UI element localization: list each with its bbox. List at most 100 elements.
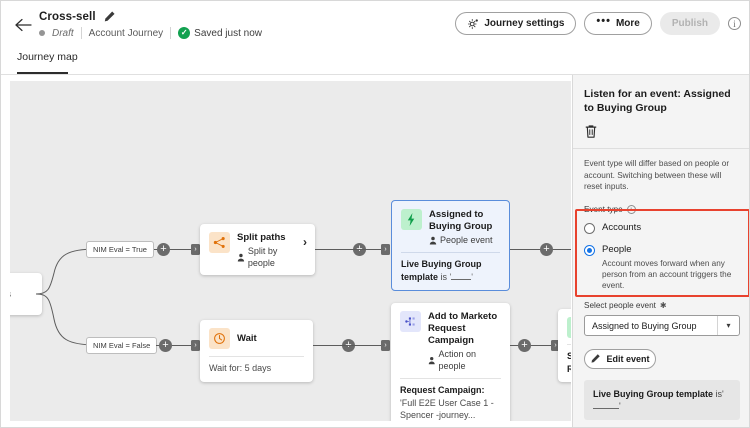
node-body: Wait for: 5 days: [209, 363, 272, 373]
node-divider: [400, 378, 501, 379]
trash-icon[interactable]: [584, 124, 740, 139]
node-subtitle-label: People event: [440, 235, 493, 245]
panel-header: Listen for an event: Assigned to Buying …: [573, 75, 749, 139]
tab-bar: Journey map: [1, 49, 749, 75]
add-step-button[interactable]: +: [157, 243, 170, 256]
info-icon[interactable]: i: [728, 17, 741, 30]
back-arrow-icon[interactable]: [13, 15, 33, 35]
more-button[interactable]: ••• More: [584, 12, 652, 35]
radio-people-label: People: [602, 243, 632, 255]
chevron-right-icon: ›: [381, 244, 390, 255]
node-header: Split paths Split by people: [200, 224, 315, 275]
journey-type-label: Account Journey: [88, 27, 164, 39]
condition-rest: is: [715, 389, 723, 400]
node-divider: [567, 344, 571, 345]
node-title-line2: Rela: [567, 363, 571, 376]
add-step-button[interactable]: +: [159, 339, 172, 352]
wire: [315, 249, 345, 250]
clock-icon: [209, 328, 230, 349]
info-icon[interactable]: i: [626, 204, 636, 214]
condition-bold: Live Buying Group template: [593, 389, 714, 400]
check-circle-icon: ✓: [178, 27, 191, 39]
node-subtitle: Split by people: [237, 245, 306, 269]
branch-condition-true[interactable]: NIM Eval = True: [86, 241, 154, 258]
event-type-label: Event type i: [584, 204, 740, 214]
panel-body: Event type will differ based on people o…: [573, 149, 749, 427]
tab-active-indicator: [17, 72, 68, 74]
node-title: Split paths: [237, 232, 286, 243]
node-titles: Wait: [237, 328, 257, 349]
chevron-right-icon: ›: [381, 340, 390, 351]
node-subtitle: People event: [429, 234, 500, 246]
status-badge: Draft: [52, 27, 74, 39]
wire: [170, 249, 194, 250]
node-wait[interactable]: Wait Wait for: 5 days: [200, 320, 313, 382]
node-titles: Split paths Split by people: [237, 232, 306, 269]
node-title: Assigned to Buying Group: [429, 209, 493, 232]
wire: [340, 249, 388, 250]
event-config-panel: Listen for an event: Assigned to Buying …: [572, 75, 749, 427]
select-people-event-value: Assigned to Buying Group: [592, 320, 697, 331]
node-body-rest: is: [440, 271, 448, 282]
node-body-bold: Request Campaign:: [400, 385, 485, 395]
page-title: Cross-sell: [39, 10, 96, 23]
wire: [340, 345, 388, 346]
gear-icon: [467, 18, 479, 30]
entry-node-label: ounts: [10, 273, 42, 308]
radio-people[interactable]: [584, 244, 595, 256]
node-title: Add to Marketo Request Campaign: [428, 311, 498, 346]
radio-option-people[interactable]: People Account moves forward when any pe…: [584, 244, 740, 292]
edit-event-button[interactable]: Edit event: [584, 349, 656, 370]
select-people-event-label: Select people event ✱: [584, 301, 740, 310]
wire: [510, 345, 556, 346]
panel-divider: [573, 148, 749, 149]
publish-button[interactable]: Publish: [659, 12, 720, 35]
radio-accounts-label: Accounts: [602, 221, 642, 233]
node-body-bold: Live Buying Group template: [401, 259, 482, 282]
chevron-right-icon: ›: [191, 340, 200, 351]
node-header: [558, 309, 571, 344]
node-body: Live Buying Group template is '': [401, 259, 482, 282]
chevron-right-icon: ›: [191, 244, 200, 255]
journey-canvas[interactable]: ounts NIM Eval = True + ›: [10, 81, 571, 421]
condition-quote-close: ': [619, 401, 621, 412]
node-subtitle-label: Action on people: [438, 349, 476, 371]
wire: [313, 345, 345, 346]
lightning-icon: [567, 317, 571, 338]
select-people-event[interactable]: Assigned to Buying Group ▾: [584, 315, 740, 337]
add-step-button[interactable]: +: [518, 339, 531, 352]
node-split-paths[interactable]: Split paths Split by people ›: [200, 224, 315, 279]
journey-settings-button[interactable]: Journey settings: [455, 12, 577, 35]
node-body-rest: 'Full E2E User Case 1 - Spencer -journey…: [400, 397, 494, 421]
condition-quote-open: ': [722, 389, 724, 400]
more-label: More: [615, 18, 640, 29]
branch-condition-false[interactable]: NIM Eval = False: [86, 337, 158, 354]
panel-title: Listen for an event: Assigned to Buying …: [584, 88, 731, 114]
radio-accounts[interactable]: [584, 222, 595, 234]
event-type-label-text: Event type: [584, 204, 623, 214]
node-add-to-marketo-request-campaign[interactable]: Add to Marketo Request Campaign Action o…: [391, 303, 510, 421]
condition-blank: [593, 408, 619, 410]
split-paths-icon: [209, 232, 230, 253]
add-step-button[interactable]: +: [540, 243, 553, 256]
node-score-related[interactable]: Scor Rela: [558, 309, 571, 382]
pencil-icon[interactable]: [103, 10, 116, 23]
radio-option-accounts[interactable]: Accounts: [584, 222, 740, 234]
node-subtitle: Action on people: [428, 348, 501, 372]
node-assigned-to-buying-group[interactable]: Assigned to Buying Group People event Li…: [391, 200, 510, 291]
node-title: Wait: [237, 333, 257, 344]
lightning-icon: [401, 209, 422, 230]
node-header: Wait: [200, 320, 313, 356]
node-titles: Assigned to Buying Group People event: [429, 209, 500, 246]
meta-divider: [170, 27, 172, 39]
chevron-right-icon[interactable]: ›: [303, 235, 307, 249]
tab-journey-map[interactable]: Journey map: [17, 51, 78, 63]
node-header: Add to Marketo Request Campaign Action o…: [391, 303, 510, 378]
edit-event-label: Edit event: [606, 354, 650, 365]
node-header: Assigned to Buying Group People event: [392, 201, 509, 252]
chevron-down-icon[interactable]: ▾: [717, 316, 739, 336]
wire: [172, 345, 194, 346]
event-condition-summary: Live Buying Group template is'': [584, 380, 740, 421]
select-people-event-label-text: Select people event: [584, 301, 656, 311]
